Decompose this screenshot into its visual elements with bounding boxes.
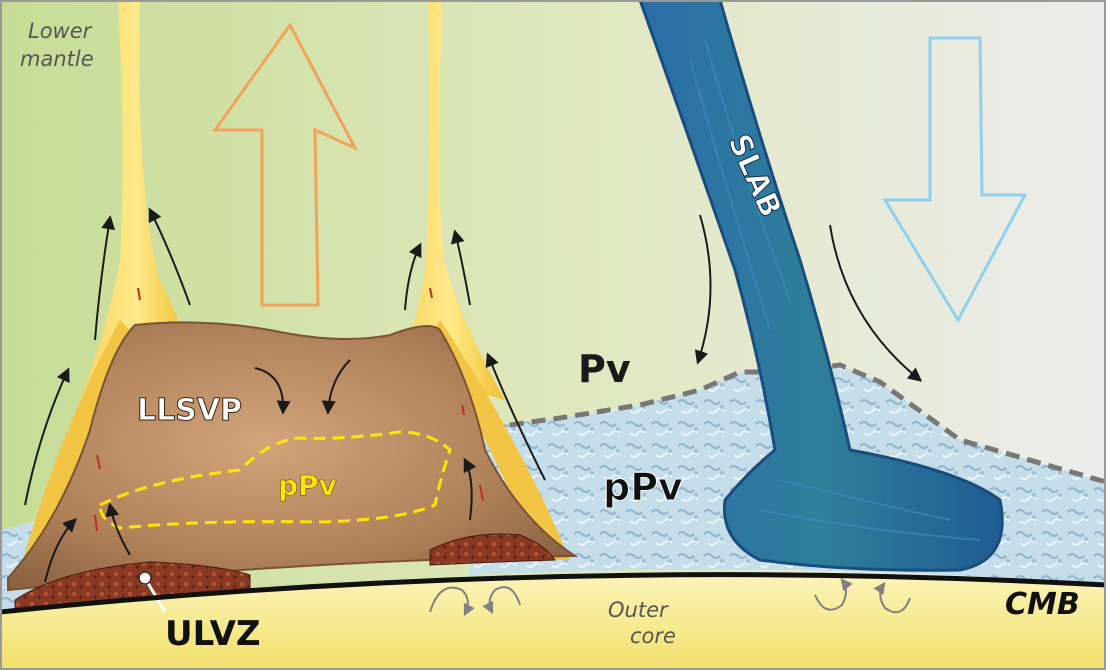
outer-core-region xyxy=(0,574,1106,670)
core-flow-arrow xyxy=(429,586,475,617)
cmb-label: CMB xyxy=(1005,587,1080,622)
upwelling-arrow xyxy=(212,22,359,307)
plume-streak xyxy=(96,454,101,470)
ppv-label-right: pPv xyxy=(603,465,683,509)
core-flow-arrow xyxy=(873,582,911,614)
flow-arrow xyxy=(694,214,712,365)
flow-arrow xyxy=(94,215,116,341)
pv-label: Pv xyxy=(578,347,631,391)
ppv-inner-label: pPv xyxy=(278,469,337,502)
plume-streak xyxy=(479,484,484,502)
outer-core-label-line1: Outer xyxy=(608,598,669,622)
ulvz-pointer-dot xyxy=(138,571,152,585)
core-flow-arrow xyxy=(814,578,853,611)
core-convection-arrows xyxy=(429,578,911,617)
flow-arrow xyxy=(404,242,422,311)
flow-arrow xyxy=(254,367,291,415)
plume-streak xyxy=(94,514,98,532)
plume-skirt-left xyxy=(20,320,130,570)
flow-arrow xyxy=(485,352,546,481)
plume-streak xyxy=(461,404,465,416)
flow-arrow xyxy=(148,207,191,306)
plume-right xyxy=(395,0,505,400)
plume-streaks xyxy=(94,287,484,532)
lower-mantle-label-line1: Lower xyxy=(28,19,93,43)
outer-core-label-line2: core xyxy=(630,624,676,648)
lower-mantle-label-line2: mantle xyxy=(20,47,94,71)
flow-arrow xyxy=(829,224,923,382)
flow-arrow xyxy=(24,367,70,506)
llsvp-label: LLSVP xyxy=(137,393,242,428)
core-mantle-boundary-line xyxy=(0,572,1106,615)
flow-arrows xyxy=(24,207,923,583)
plume-streak xyxy=(137,287,141,301)
flow-arrow xyxy=(463,457,477,521)
slab-texture xyxy=(689,39,981,541)
downwelling-arrow xyxy=(882,36,1028,324)
flow-arrow xyxy=(450,229,471,306)
plume-left xyxy=(80,0,190,400)
flow-arrow xyxy=(44,518,77,583)
ppv-lens-boundary xyxy=(98,430,452,530)
flow-arrow xyxy=(321,359,351,415)
ulvz-label: ULVZ xyxy=(165,614,261,654)
flow-arrow xyxy=(105,502,131,556)
plume-streak xyxy=(429,287,433,299)
core-flow-arrow xyxy=(482,586,521,615)
pv-ppv-boundary xyxy=(487,362,1106,485)
ulvz-patch-right xyxy=(429,533,556,566)
subducting-slab xyxy=(638,0,1004,572)
